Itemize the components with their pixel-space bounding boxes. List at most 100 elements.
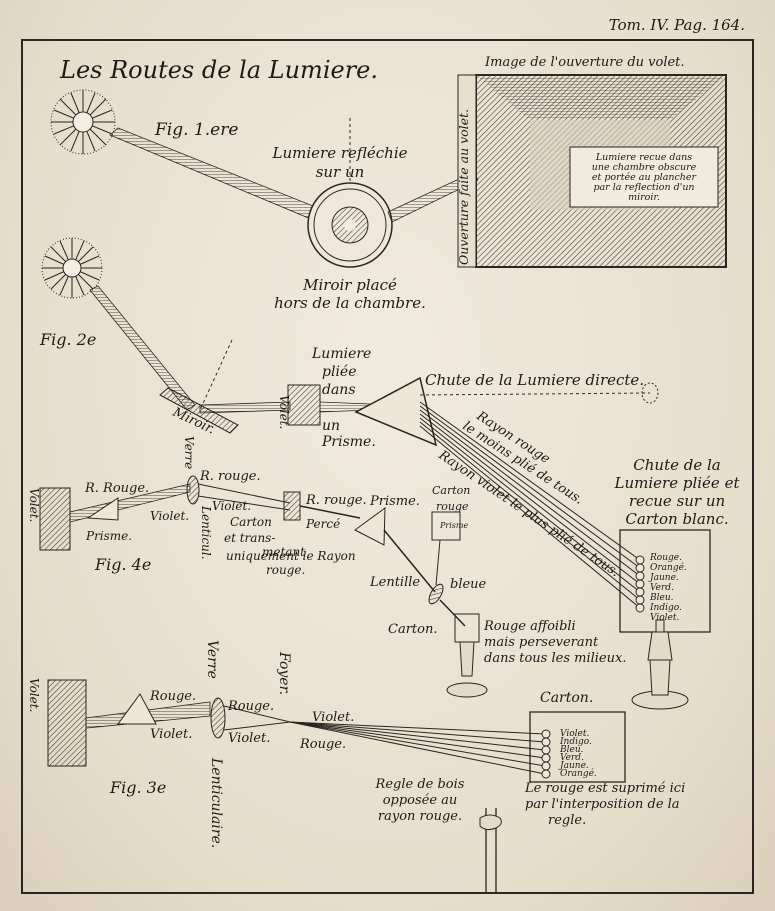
spectrum-color: Violet. xyxy=(650,613,679,623)
sun-icon xyxy=(50,89,116,155)
spectrum-color: Bleu. xyxy=(559,745,584,755)
volet-label: Volet. xyxy=(27,678,41,712)
prism xyxy=(354,506,386,546)
mirror-label: Miroir placé xyxy=(302,276,397,294)
incident-beam xyxy=(109,127,329,223)
suppressed-label: regle. xyxy=(548,813,586,828)
card-label: metant xyxy=(262,545,305,559)
plate-reference: Tom. IV. Pag. 164. xyxy=(609,16,745,34)
prism-label: Prisme. xyxy=(369,494,420,509)
spectrum-color: Rouge. xyxy=(649,553,682,563)
suppressed-label: par l'interposition de la xyxy=(525,797,680,812)
bent-light-label: dans xyxy=(322,382,356,398)
red-card-label: Carton xyxy=(432,484,470,497)
weak-red-label: Rouge affoibli xyxy=(483,619,576,634)
sun-icon xyxy=(41,237,103,299)
shutter-block xyxy=(287,384,321,426)
fig4-group: Fig. 4e Volet. R. Rouge. R. rouge. R. ro… xyxy=(27,436,626,698)
red-ray-label: R. Rouge. xyxy=(84,481,149,496)
lens xyxy=(210,697,226,739)
dark-room xyxy=(457,74,727,268)
lens xyxy=(186,475,200,505)
red-ray-label: Rouge. xyxy=(299,737,346,752)
caption-line: et portée au plancher xyxy=(592,172,698,183)
volet-label: Volet. xyxy=(277,395,291,429)
weak-red-label: dans tous les milieux. xyxy=(484,651,626,666)
red-ray-label: R. rouge. xyxy=(199,469,261,484)
color-spots xyxy=(541,729,551,779)
bent-light-label: un xyxy=(322,418,340,434)
lens-label: Lenticul. xyxy=(199,505,213,560)
weak-red-label: mais perseverant xyxy=(484,635,599,650)
red-card-label: rouge xyxy=(436,500,469,513)
card-label: Carton. xyxy=(388,622,437,637)
violet-label: Violet. xyxy=(228,731,270,746)
fig3-label: Fig. 3e xyxy=(109,778,166,797)
plate-border xyxy=(21,39,754,894)
image-title: Image de l'ouverture du volet. xyxy=(484,55,685,70)
red-card-label: Prisme xyxy=(439,521,468,530)
caption-line: Lumiere recue dans xyxy=(595,152,692,163)
spectrum-color: Orangé. xyxy=(650,562,687,573)
volet-label: Volet. xyxy=(27,488,41,522)
card-label: uniquement le Rayon xyxy=(226,549,356,563)
caption-line: miroir. xyxy=(628,192,660,203)
mirror-plank xyxy=(159,387,239,434)
card-label: Carton xyxy=(230,515,272,529)
lens xyxy=(428,583,444,605)
spectrum-rays xyxy=(419,401,641,609)
fig4-label: Fig. 4e xyxy=(94,555,151,574)
card-label: Carton. xyxy=(540,690,593,706)
rule-label: rayon rouge. xyxy=(378,809,462,824)
spectrum-color: Indigo. xyxy=(559,737,592,747)
card-stand xyxy=(446,641,488,698)
card-stand xyxy=(631,619,689,710)
shutter-block xyxy=(47,679,87,767)
fig3-group: Fig. 3e Volet. Verre Lenticulaire. Foyer… xyxy=(27,640,685,893)
red-card xyxy=(431,511,461,541)
spectrum-color: Bleu. xyxy=(649,593,674,603)
violet-label: Violet. xyxy=(312,710,354,725)
spectrum-color: Orangé. xyxy=(560,768,597,779)
shutter-label: Ouverture faite au volet. xyxy=(456,109,471,265)
reflected-label: sur un xyxy=(316,163,365,181)
fall-label: Chute de la xyxy=(633,456,720,474)
card-label: rouge. xyxy=(266,563,305,577)
violet-label: Violet. xyxy=(150,509,189,523)
suppressed-label: Le rouge est suprimé ici xyxy=(524,781,685,796)
caption-line: par la reflection d'un xyxy=(593,182,694,193)
spectrum-color: Verd. xyxy=(650,583,674,593)
fig2-label: Fig. 2e xyxy=(39,330,96,349)
horizontal-beam xyxy=(199,401,291,414)
fig1-group: Image de l'ouverture du volet. Ouverture… xyxy=(50,55,727,312)
prism-label: Prisme. xyxy=(85,529,132,543)
lens-label: Verre xyxy=(204,640,220,679)
fall-label: Lumiere pliée et xyxy=(614,474,741,492)
fall-label: recue sur un xyxy=(629,492,725,510)
card-screen xyxy=(529,711,626,783)
red-ray-label: le moins plié de tous. xyxy=(460,419,586,508)
lens-label: Verre xyxy=(182,436,196,469)
card-block xyxy=(283,491,301,521)
red-ray-label: Rouge. xyxy=(227,699,274,714)
color-spots xyxy=(635,555,645,613)
red-ray-label: Rouge. xyxy=(149,689,196,704)
lens-label: Lenticulaire. xyxy=(208,757,224,848)
bent-light-label: pliée xyxy=(322,364,357,380)
bent-light-label: Lumiere xyxy=(311,346,371,362)
direct-light-label: Chute de la Lumiere directe. xyxy=(425,371,644,389)
caption-line: une chambre obscure xyxy=(592,162,697,173)
lens-label: Lentille xyxy=(369,575,420,590)
card-block xyxy=(454,613,480,643)
spectrum-color-list: Violet. Indigo. Bleu. Verd. Jaune. Orang… xyxy=(558,729,597,779)
spectrum-color: Jaune. xyxy=(558,761,589,771)
rule-label: Regle de bois xyxy=(375,777,465,792)
prism xyxy=(86,497,119,521)
red-ray-label: R. rouge. xyxy=(305,493,367,508)
direct-light-path xyxy=(419,392,651,396)
shutter-block xyxy=(39,487,71,551)
reflected-label: Lumiere refléchie xyxy=(272,144,408,162)
card-label: et trans- xyxy=(224,531,275,545)
spectrum-color: Violet. xyxy=(560,729,589,739)
